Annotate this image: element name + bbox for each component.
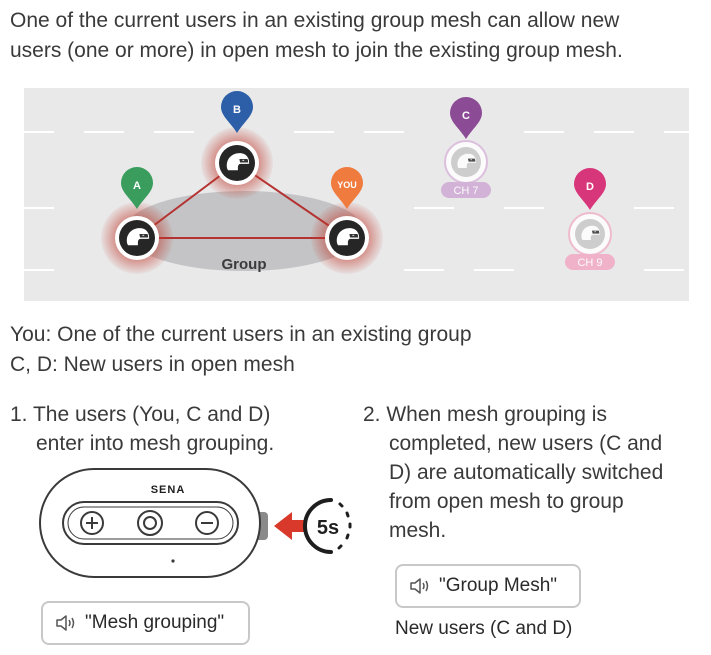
step-1-line-1: 1. The users (You, C and D)	[10, 403, 271, 426]
pin-you-label: YOU	[337, 180, 357, 190]
voice-prompt-2-text: "Group Mesh"	[439, 575, 558, 596]
step-1: 1. The users (You, C and D) enter into m…	[10, 400, 330, 458]
brand-label: SENA	[151, 484, 186, 496]
pin-you: YOU	[331, 167, 363, 209]
step-2: 2. When mesh grouping is completed, new …	[363, 400, 708, 545]
legend-line-2: C, D: New users in open mesh	[10, 353, 295, 376]
voice-prompt-mesh-grouping: "Mesh grouping"	[41, 601, 250, 645]
step-2-line-2: completed, new users (C and	[389, 432, 663, 455]
minus-icon	[195, 511, 219, 535]
voice-prompt-1-text: "Mesh grouping"	[85, 612, 225, 633]
step-1-line-2: enter into mesh grouping.	[36, 432, 275, 455]
speaker-icon	[410, 578, 429, 594]
node-c: CH 7	[441, 140, 491, 198]
speaker-icon	[56, 615, 75, 631]
pin-c-label: C	[462, 110, 470, 122]
node-you	[311, 202, 383, 274]
voice-prompt-group-mesh: "Group Mesh"	[395, 564, 581, 608]
legend-line-1: You: One of the current users in an exis…	[10, 323, 472, 346]
intro-text: One of the current users in an existing …	[10, 6, 705, 66]
plus-icon	[80, 511, 104, 535]
pin-c: C	[450, 97, 482, 139]
legend-text: You: One of the current users in an exis…	[10, 320, 472, 380]
step-2-line-3: D) are automatically switched	[389, 461, 664, 484]
node-d: CH 9	[565, 212, 615, 270]
step-2-line-1: 2. When mesh grouping is	[363, 403, 607, 426]
device-svg: SENA	[39, 468, 352, 578]
node-a	[101, 202, 173, 274]
channel-d-label: CH 9	[577, 257, 602, 269]
center-button-icon	[137, 510, 163, 536]
pin-b: B	[221, 91, 253, 133]
new-users-caption: New users (C and D)	[395, 618, 573, 639]
intro-line-2: users (one or more) in open mesh to join…	[10, 39, 623, 62]
node-b	[201, 127, 273, 199]
pin-a: A	[121, 167, 153, 209]
pin-d-label: D	[586, 181, 594, 193]
step-2-line-5: mesh.	[389, 519, 447, 542]
group-area	[124, 191, 364, 271]
mesh-scene-illustration: CH 7 CH 9 A B YOU C D	[24, 88, 689, 301]
hold-timer-icon: 5s	[303, 498, 352, 554]
pin-d: D	[574, 168, 606, 210]
mesh-scene-svg: CH 7 CH 9 A B YOU C D	[24, 91, 689, 274]
button-bar	[62, 501, 239, 545]
intro-line-1: One of the current users in an existing …	[10, 9, 620, 32]
channel-c-label: CH 7	[453, 185, 478, 197]
group-label: Group	[222, 256, 267, 273]
press-arrow-icon	[274, 512, 306, 540]
hold-timer-label: 5s	[317, 517, 339, 539]
step-2-line-4: from open mesh to group	[389, 490, 624, 513]
pin-b-label: B	[233, 104, 241, 116]
sena-device-illustration: SENA	[38, 466, 378, 581]
road-lines	[24, 131, 689, 271]
pin-a-label: A	[133, 180, 141, 192]
